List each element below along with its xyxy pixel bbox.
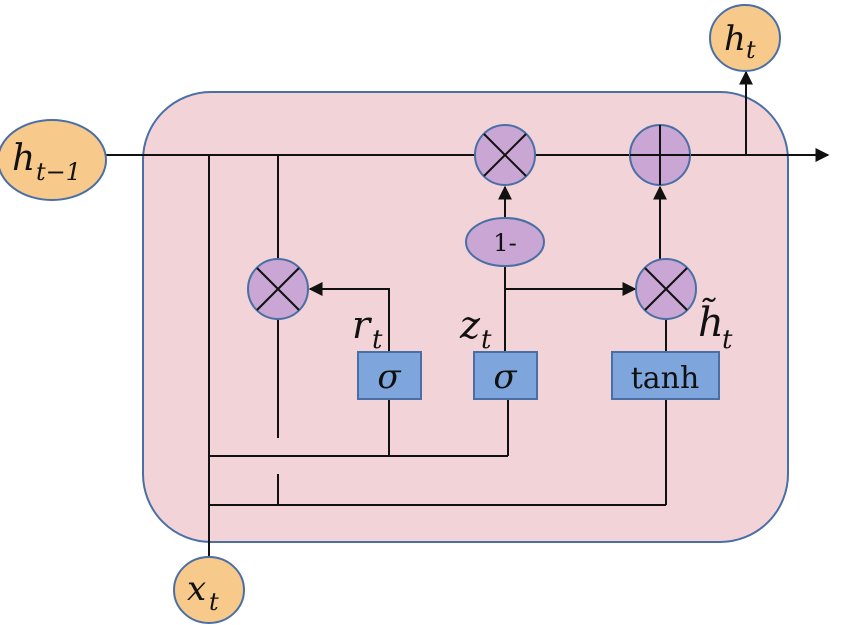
update-multiply-node <box>474 124 536 186</box>
candidate-label: h̃ t <box>698 297 733 355</box>
reset-gate-box: σ <box>357 351 422 400</box>
h-out-symbol: h <box>724 19 746 59</box>
h-out-subscript: t <box>746 36 756 64</box>
reset-gate-label: r t <box>352 303 383 355</box>
update-gate-box: σ <box>473 351 538 400</box>
one-minus-node: 1- <box>465 217 545 267</box>
z-symbol: z <box>459 303 481 347</box>
z-subscript: t <box>481 325 492 355</box>
candidate-multiply-node <box>635 258 697 320</box>
h-prev-symbol: h <box>12 138 35 179</box>
update-sigma-label: σ <box>493 357 517 397</box>
h-prev-node: h t−1 <box>0 119 107 201</box>
r-subscript: t <box>372 325 383 355</box>
h-out-node: h t <box>709 4 781 72</box>
candidate-tanh-label: tanh <box>631 361 700 396</box>
circled-times-icon <box>483 133 527 177</box>
one-minus-label: 1- <box>493 229 516 257</box>
circled-times-icon <box>644 267 688 311</box>
gru-cell-body <box>142 91 789 543</box>
reset-gate-line <box>308 282 390 352</box>
x-in-symbol: x <box>187 569 206 609</box>
h-prev-subscript: t−1 <box>36 158 81 186</box>
circled-plus-icon <box>630 125 690 185</box>
candidate-gate-box: tanh <box>611 351 720 400</box>
x-in-subscript: t <box>209 588 219 616</box>
add-node <box>629 124 691 186</box>
reset-sigma-label: σ <box>377 357 401 397</box>
update-gate-label: z t <box>459 303 492 355</box>
x-in-node: x t <box>173 556 245 624</box>
h-tilde-symbol: h̃ <box>698 297 724 346</box>
circled-times-icon <box>256 267 300 311</box>
r-symbol: r <box>352 303 373 347</box>
h-tilde-subscript: t <box>722 325 733 355</box>
reset-multiply-node <box>247 258 309 320</box>
